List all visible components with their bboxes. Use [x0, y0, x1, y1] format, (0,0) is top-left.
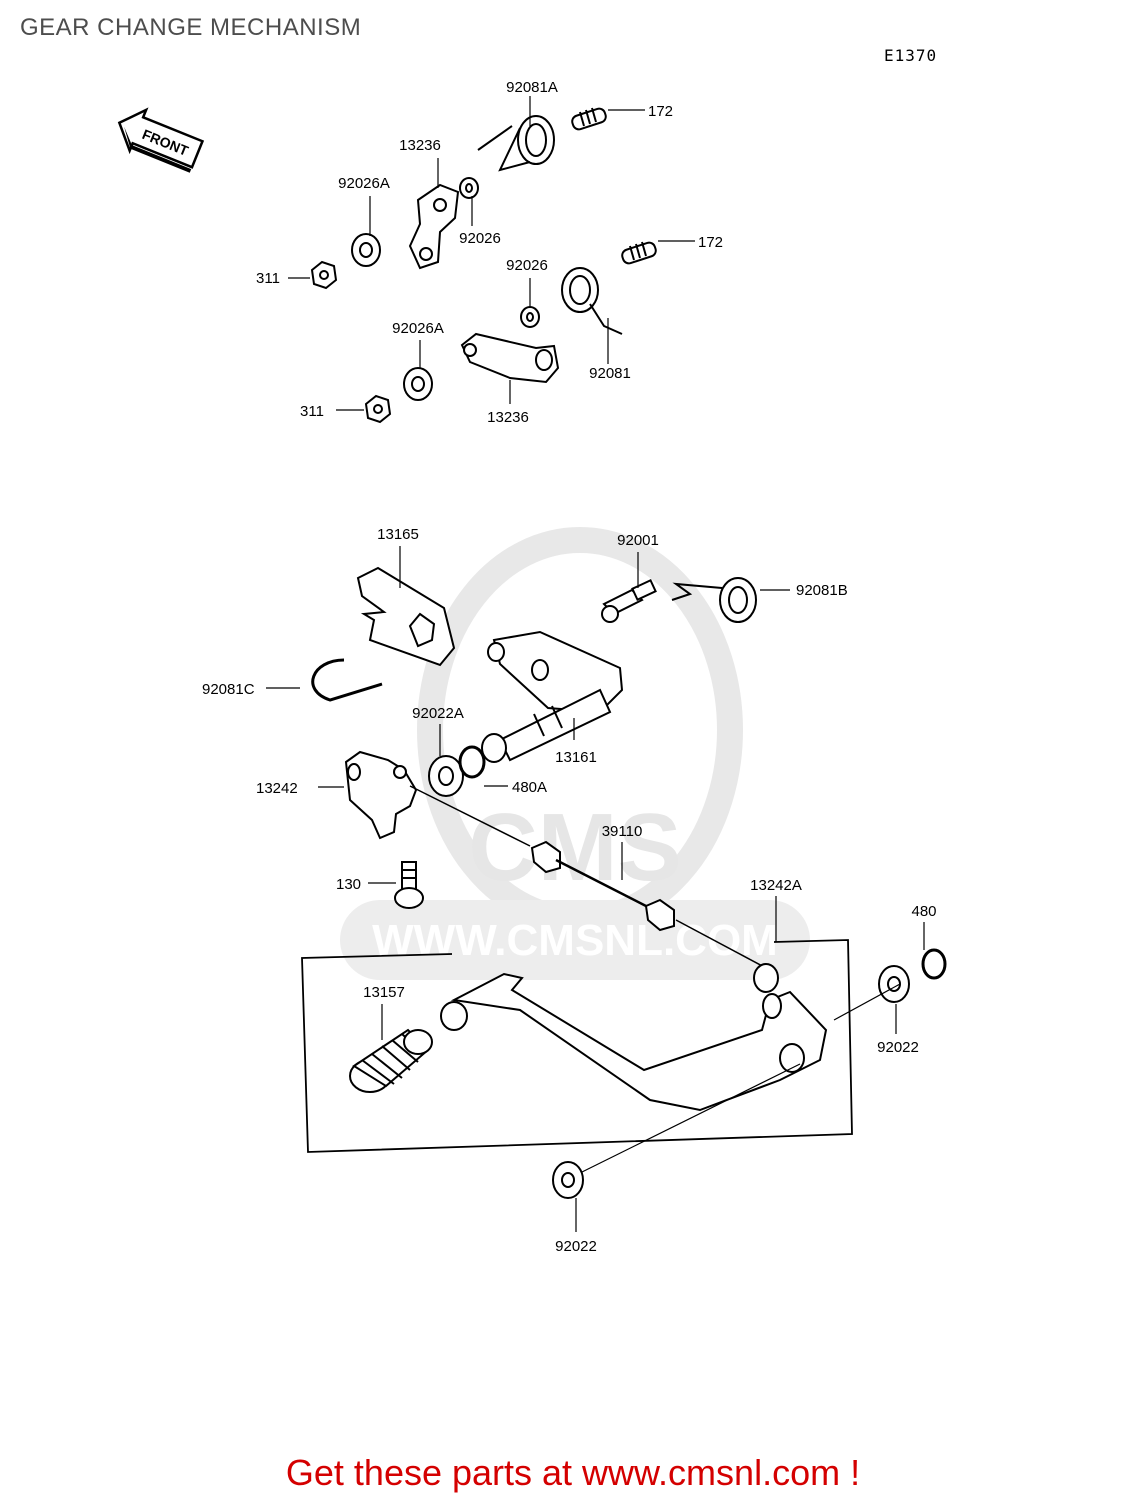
- watermark-brand: CMS: [468, 794, 681, 901]
- label-480a: 480A: [512, 779, 547, 796]
- collar-92026a-mid: [403, 367, 433, 401]
- front-arrow-icon: FRONT: [117, 107, 205, 173]
- arm-13242: [344, 750, 418, 840]
- nut-311-top: [310, 260, 338, 290]
- part-labels: 92081A 172 13236 92026A 92026 311 172 92…: [202, 79, 937, 1255]
- bolt-92001: [601, 579, 657, 623]
- label-92081: 92081: [589, 365, 631, 382]
- washer-92026-mid: [520, 306, 540, 328]
- label-92022a: 92022A: [412, 705, 464, 722]
- assembly-frame: [301, 939, 853, 1153]
- washer-92022-bottom: [552, 1161, 584, 1199]
- plate-13165: [356, 566, 456, 667]
- leader-lines: [266, 96, 925, 1232]
- washer-92022a: [428, 755, 464, 797]
- label-13242a: 13242A: [750, 877, 802, 894]
- pin-172-mid: [621, 241, 657, 265]
- label-13242: 13242: [256, 780, 298, 797]
- label-13236-top: 13236: [399, 137, 441, 154]
- shaft-13161: [481, 630, 624, 763]
- label-480: 480: [911, 903, 936, 920]
- spring-92081: [561, 267, 623, 335]
- washer-92026-top: [459, 177, 479, 199]
- label-92026-mid: 92026: [506, 257, 548, 274]
- label-92022-bottom: 92022: [555, 1238, 597, 1255]
- label-92001: 92001: [617, 532, 659, 549]
- page-title: GEAR CHANGE MECHANISM: [20, 14, 362, 41]
- circlip-480: [921, 948, 947, 980]
- diagram-code: E1370: [884, 46, 938, 65]
- label-13165: 13165: [377, 526, 419, 543]
- label-92081c: 92081C: [202, 681, 255, 698]
- spring-92081b: [671, 577, 757, 623]
- label-311-top: 311: [256, 270, 280, 287]
- label-92026-top: 92026: [459, 230, 501, 247]
- label-92022-right: 92022: [877, 1039, 919, 1056]
- circlip-480a: [458, 745, 486, 779]
- label-13157: 13157: [363, 984, 405, 1001]
- label-13236-mid: 13236: [487, 409, 529, 426]
- pedal-13242a: [440, 963, 828, 1112]
- watermark-url: WWW.CMSNL.COM: [372, 916, 778, 965]
- collar-92026a-top: [351, 233, 381, 267]
- label-172-top: 172: [648, 103, 673, 120]
- bolt-130: [394, 861, 424, 909]
- pin-172-top: [571, 107, 607, 131]
- label-130: 130: [336, 876, 361, 893]
- label-39110: 39110: [602, 823, 643, 840]
- arm-13236-mid: [460, 332, 560, 384]
- rod-39110: [409, 785, 767, 969]
- nut-311-mid: [364, 394, 392, 424]
- label-92081a: 92081A: [506, 79, 558, 96]
- rubber-13157: [349, 1028, 433, 1093]
- label-92026a-top: 92026A: [338, 175, 390, 192]
- label-92026a-mid: 92026A: [392, 320, 444, 337]
- arm-13236-top: [408, 183, 460, 270]
- label-311-mid: 311: [300, 403, 324, 420]
- watermark: CMS WWW.CMSNL.COM: [340, 527, 810, 980]
- footer-shop-link[interactable]: Get these parts at www.cmsnl.com !: [285, 1452, 861, 1493]
- washer-92022-right: [878, 965, 910, 1003]
- spring-92081a: [477, 115, 555, 172]
- clip-92081c: [311, 658, 383, 702]
- label-172-mid: 172: [698, 234, 723, 251]
- label-13161: 13161: [555, 749, 597, 766]
- label-92081b: 92081B: [796, 582, 848, 599]
